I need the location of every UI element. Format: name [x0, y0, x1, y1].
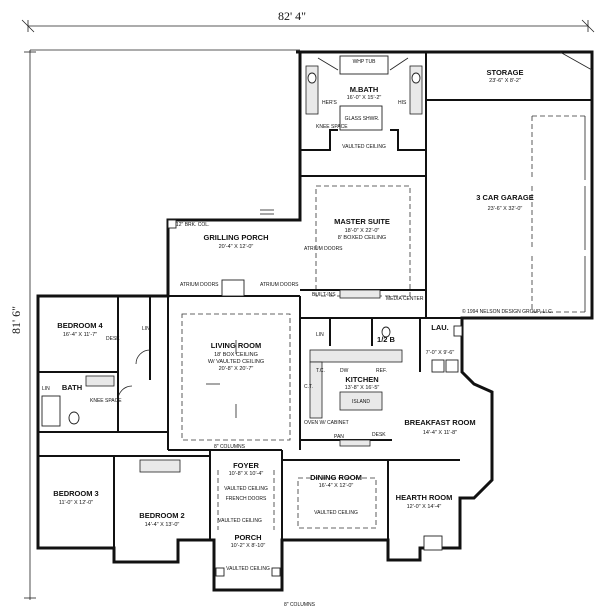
front-area — [38, 449, 460, 577]
grilling-porch-name: GRILLING PORCH — [204, 233, 269, 242]
his-label: HIS — [398, 100, 407, 106]
knee-space-bath: KNEE SPACE — [90, 398, 122, 404]
ref-label: REF. — [376, 368, 387, 374]
bedroom4-size: 16'-4" X 11'-7" — [63, 332, 97, 338]
master-bath-size: 16'-0" X 15'-2" — [347, 95, 382, 101]
master-suite-size: 18'-0" X 22'-0" — [345, 228, 380, 234]
living-room-size: 20'-8" X 20'-7" — [219, 366, 254, 372]
breakfast-size: 14'-4" X 11'-8" — [423, 430, 457, 436]
kitchen-counter — [309, 349, 403, 363]
living-room-note1: 18' BOX CEILING — [214, 352, 258, 358]
ct-label: C.T. — [304, 384, 313, 390]
dining-vaulted: VAULTED CEILING — [314, 510, 358, 516]
bedroom2-size: 14'-4" X 13'-0" — [145, 522, 180, 528]
dining-room-size: 16'-4" X 12'-0" — [319, 483, 354, 489]
garage-size: 23'-6" X 32'-0" — [488, 206, 523, 212]
glass-shower-label: GLASS SHWR. — [345, 116, 380, 122]
laundry-size: 7'-0" X 9'-6" — [426, 350, 455, 356]
foyer-name: FOYER — [233, 461, 259, 470]
hers-label: HER'S — [322, 100, 338, 106]
kitchen-island — [339, 391, 383, 411]
media-center-label: MEDIA CENTER — [386, 296, 424, 302]
living-room-note2: W/ VAULTED CEILING — [208, 359, 264, 365]
linen-bath: LIN — [42, 386, 50, 392]
pantry-label: PAN — [334, 434, 344, 440]
hearth-room-name: HEARTH ROOM — [396, 493, 453, 502]
bedroom3-size: 11'-0" X 12'-0" — [59, 500, 93, 506]
linen-b4: LIN — [142, 326, 150, 332]
overall-depth-label: 81' 6" — [9, 306, 23, 334]
bedroom2-name: BEDROOM 2 — [139, 511, 184, 520]
brick-column-label: 12" BRK. COL. — [176, 222, 209, 228]
island-label: ISLAND — [352, 399, 370, 405]
storage-size: 23'-6" X 8'-2" — [489, 78, 521, 84]
columns-label-living: 8" COLUMNS — [214, 444, 246, 450]
mbath-vaulted-label: VAULTED CEILING — [342, 144, 386, 150]
columns-label-porch: 8" COLUMNS — [284, 602, 316, 608]
half-bath-name: 1/2 B — [377, 335, 396, 344]
media-center — [339, 289, 381, 299]
desk-label-kitchen: DESK — [372, 432, 386, 438]
exterior-wall — [36, 50, 594, 592]
hearth-room-size: 12'-0" X 14'-4" — [407, 504, 442, 510]
storage-name: STORAGE — [487, 68, 524, 77]
master-area — [300, 55, 426, 299]
garage-name: 3 CAR GARAGE — [476, 193, 534, 202]
breakfast-name: BREAKFAST ROOM — [404, 418, 475, 427]
bedroom4-area — [38, 296, 168, 433]
copyright: © 1994 NELSON DESIGN GROUP, LLC. — [462, 308, 553, 315]
grilling-porch-size: 20'-4" X 12'-0" — [219, 244, 254, 250]
kitchen-area — [300, 317, 463, 447]
glass-shower — [339, 105, 383, 131]
foyer-size: 10'-8" X 10'-4" — [229, 471, 264, 477]
oven-label: OVEN W/ CABINET — [304, 420, 349, 426]
dw-label: DW — [340, 368, 349, 374]
laundry-name: LAU. — [431, 323, 449, 332]
overall-width-label: 82' 4" — [278, 9, 306, 23]
french-doors-label: FRENCH DOORS — [226, 496, 267, 502]
grill-fireplace — [221, 279, 245, 297]
master-suite-note: 8' BOXED CEILING — [338, 235, 386, 241]
atrium-doors-right: ATRIUM DOORS — [260, 282, 299, 288]
atrium-doors-left: ATRIUM DOORS — [180, 282, 219, 288]
master-suite-name: MASTER SUITE — [334, 217, 390, 226]
whp-tub-label: WHP TUB — [353, 59, 377, 65]
toilet — [68, 411, 80, 425]
tc-label: T.C. — [316, 368, 325, 374]
living-room-name: LIVING ROOM — [211, 341, 261, 350]
living-area — [167, 296, 301, 450]
kitchen-size: 13'-8" X 16'-5" — [345, 385, 380, 391]
bedroom3-name: BEDROOM 3 — [53, 489, 98, 498]
dining-room-name: DINING ROOM — [310, 473, 362, 482]
knee-space-label: KNEE SPACE — [316, 124, 348, 130]
porch-area — [167, 209, 300, 297]
linen-kitchen: LIN — [316, 332, 324, 338]
bedroom4-name: BEDROOM 4 — [57, 321, 103, 330]
foyer-vaulted-2: VAULTED CEILING — [218, 518, 262, 524]
master-bath-name: M.BATH — [350, 85, 379, 94]
garage-area — [425, 51, 593, 318]
porch-size: 10'-2" X 8'-10" — [231, 543, 266, 549]
hearth-fireplace — [423, 535, 443, 551]
room-labels: STORAGE 23'-6" X 8'-2" M.BATH 16'-0" X 1… — [42, 59, 553, 608]
porch-name: PORCH — [234, 533, 261, 542]
porch-vaulted: VAULTED CEILING — [226, 566, 270, 572]
whirlpool-tub — [339, 55, 389, 75]
bathtub — [41, 395, 61, 427]
built-ins-label: BUILT-INS — [312, 292, 336, 298]
dimension-lines — [21, 19, 595, 600]
foyer-vaulted: VAULTED CEILING — [224, 486, 268, 492]
desk-label-b4: DESK — [106, 336, 120, 342]
kitchen-name: KITCHEN — [345, 375, 378, 384]
bath-name: BATH — [62, 383, 82, 392]
atrium-doors-master: ATRIUM DOORS — [304, 246, 343, 252]
